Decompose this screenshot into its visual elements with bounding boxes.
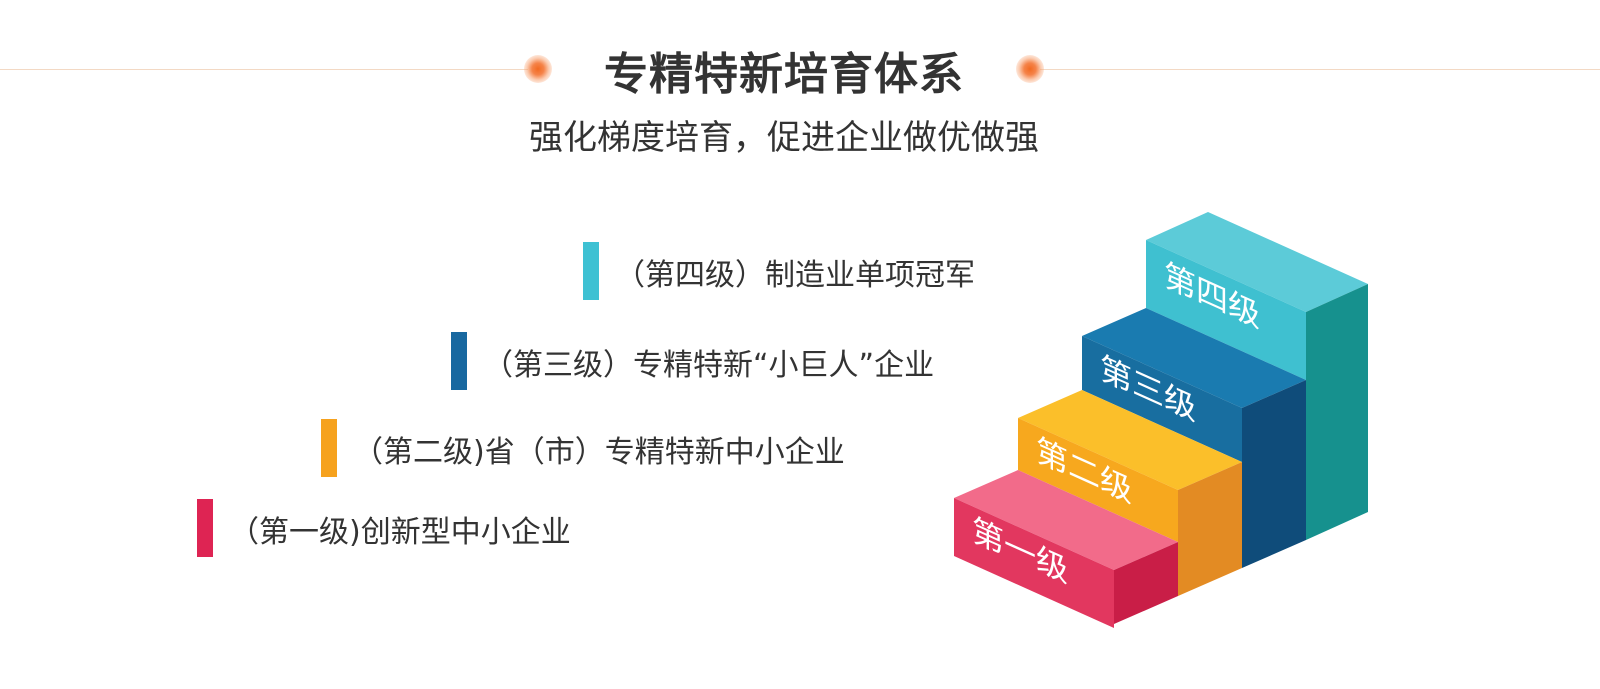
level-2-color-bar: [321, 419, 337, 477]
step-3-front: [1082, 336, 1242, 462]
level-3-color-bar: [451, 332, 467, 390]
title-divider-left: [0, 69, 528, 70]
title-dot-left-icon: [524, 55, 552, 83]
step-1-side: [1114, 542, 1178, 624]
level-2-label: （第二级)省（市）专精特新中小企业: [353, 435, 845, 470]
title-divider-right: [1040, 69, 1600, 70]
page-title: 专精特新培育体系: [604, 49, 964, 100]
step-2-side: [1178, 462, 1242, 596]
level-4-label: （第四级）制造业单项冠军: [615, 258, 975, 293]
level-1-label: （第一级)创新型中小企业: [229, 515, 571, 550]
step-1-top: [954, 470, 1178, 570]
title-dot-right-icon: [1016, 55, 1044, 83]
step-4-side: [1306, 284, 1368, 540]
step-3-side: [1242, 380, 1306, 568]
step-4-top: [1146, 212, 1368, 312]
level-3-label: （第三级）专精特新“小巨人”企业: [483, 348, 935, 383]
step-3-top: [1082, 308, 1306, 408]
step-2-front: [1018, 418, 1178, 542]
page-subtitle: 强化梯度培育，促进企业做优做强: [529, 118, 1039, 158]
level-4-color-bar: [583, 242, 599, 300]
step-2-top: [1018, 390, 1242, 490]
level-1-color-bar: [197, 499, 213, 557]
step-4-front: [1146, 240, 1306, 380]
step-1-front: [954, 498, 1114, 628]
